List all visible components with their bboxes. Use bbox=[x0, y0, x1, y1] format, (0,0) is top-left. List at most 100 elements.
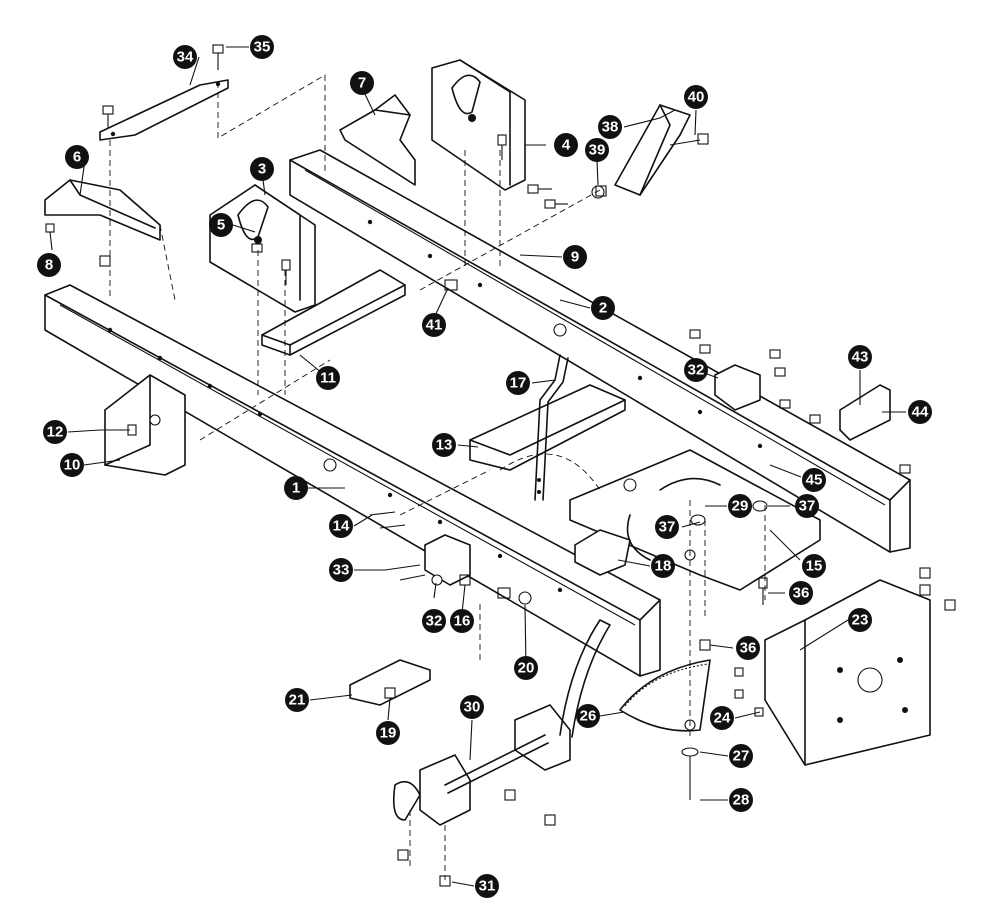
callout-34: 34 bbox=[173, 45, 197, 69]
bracket-43 bbox=[839, 384, 891, 441]
callout-label: 3 bbox=[258, 161, 266, 178]
callout-5: 5 bbox=[209, 213, 233, 237]
callout-label: 12 bbox=[47, 424, 64, 441]
callout-label: 24 bbox=[714, 710, 731, 727]
callout-11: 11 bbox=[316, 366, 340, 390]
callout-label: 40 bbox=[688, 89, 705, 106]
callout-37-left: 37 bbox=[655, 515, 679, 539]
callout-23: 23 bbox=[848, 608, 872, 632]
callout-31: 31 bbox=[475, 874, 499, 898]
callout-label: 13 bbox=[436, 437, 453, 454]
callout-35: 35 bbox=[250, 35, 274, 59]
callout-30: 30 bbox=[460, 695, 484, 719]
callout-14: 14 bbox=[329, 514, 353, 538]
callout-32-right: 32 bbox=[684, 358, 708, 382]
callout-label: 17 bbox=[510, 375, 527, 392]
bracket-10 bbox=[104, 374, 186, 476]
pedal-shaft-30 bbox=[392, 619, 611, 826]
assembly-lines bbox=[109, 74, 766, 880]
bracket-18 bbox=[574, 529, 631, 576]
callout-label: 23 bbox=[852, 612, 869, 629]
callout-37-right: 37 bbox=[795, 494, 819, 518]
callout-label: 44 bbox=[912, 404, 929, 421]
callout-32-left: 32 bbox=[422, 609, 446, 633]
callout-17: 17 bbox=[506, 371, 530, 395]
front-support-right bbox=[431, 59, 526, 191]
callout-label: 8 bbox=[45, 257, 53, 274]
callout-label: 30 bbox=[464, 699, 481, 716]
callout-43: 43 bbox=[848, 345, 872, 369]
callout-label: 10 bbox=[64, 457, 81, 474]
callout-label: 36 bbox=[740, 640, 757, 657]
callout-label: 36 bbox=[793, 585, 810, 602]
callout-7: 7 bbox=[350, 71, 374, 95]
leader-lines bbox=[49, 46, 906, 887]
callout-label: 27 bbox=[733, 748, 750, 765]
callout-label: 26 bbox=[580, 708, 597, 725]
callout-label: 39 bbox=[589, 142, 606, 159]
callout-label: 41 bbox=[426, 317, 443, 334]
callout-24: 24 bbox=[710, 706, 734, 730]
lever-17 bbox=[534, 354, 569, 501]
bracket-23 bbox=[764, 579, 931, 766]
callout-16: 16 bbox=[450, 609, 474, 633]
callout-2: 2 bbox=[591, 296, 615, 320]
callout-label: 31 bbox=[479, 878, 496, 895]
callout-label: 45 bbox=[806, 472, 823, 489]
callout-label: 32 bbox=[688, 362, 705, 379]
callout-8: 8 bbox=[37, 253, 61, 277]
bracket-32-right bbox=[714, 364, 761, 411]
callout-label: 43 bbox=[852, 349, 869, 366]
callout-label: 20 bbox=[518, 660, 535, 677]
bracket-6 bbox=[44, 179, 161, 241]
callout-6: 6 bbox=[65, 145, 89, 169]
callout-4: 4 bbox=[554, 133, 578, 157]
sector-gear-26 bbox=[619, 659, 711, 732]
callout-41: 41 bbox=[422, 313, 446, 337]
callout-9: 9 bbox=[563, 245, 587, 269]
callout-label: 2 bbox=[599, 300, 607, 317]
callout-39: 39 bbox=[585, 138, 609, 162]
callout-36-lower: 36 bbox=[736, 636, 760, 660]
callout-10: 10 bbox=[60, 453, 84, 477]
callout-label: 11 bbox=[320, 370, 336, 387]
callout-label: 7 bbox=[358, 75, 366, 92]
callout-1: 1 bbox=[284, 476, 308, 500]
callout-label: 6 bbox=[73, 149, 81, 166]
callout-45: 45 bbox=[802, 468, 826, 492]
bracket-7 bbox=[339, 94, 416, 186]
callout-38: 38 bbox=[598, 115, 622, 139]
callout-label: 38 bbox=[602, 119, 619, 136]
callout-label: 35 bbox=[254, 39, 271, 56]
callout-label: 32 bbox=[426, 613, 443, 630]
bracket-21 bbox=[349, 659, 431, 706]
callout-15: 15 bbox=[802, 554, 826, 578]
callout-label: 14 bbox=[333, 518, 350, 535]
callout-label: 28 bbox=[733, 792, 750, 809]
callout-18: 18 bbox=[651, 554, 675, 578]
callout-36-upper: 36 bbox=[789, 581, 813, 605]
callout-label: 33 bbox=[333, 562, 350, 579]
callout-27: 27 bbox=[729, 744, 753, 768]
frame-rail-right bbox=[289, 149, 911, 553]
callout-33: 33 bbox=[329, 558, 353, 582]
callout-label: 19 bbox=[380, 725, 397, 742]
cross-plate-34 bbox=[99, 79, 229, 141]
callout-28: 28 bbox=[729, 788, 753, 812]
callout-19: 19 bbox=[376, 721, 400, 745]
callout-20: 20 bbox=[514, 656, 538, 680]
bar-11 bbox=[261, 269, 406, 356]
plate-15 bbox=[569, 449, 821, 591]
callout-label: 16 bbox=[454, 613, 471, 630]
callout-label: 9 bbox=[571, 249, 579, 266]
bracket-38 bbox=[614, 104, 691, 196]
callout-13: 13 bbox=[432, 433, 456, 457]
callout-label: 37 bbox=[799, 498, 816, 515]
callout-label: 18 bbox=[655, 558, 672, 575]
callout-label: 29 bbox=[732, 498, 749, 515]
callout-label: 15 bbox=[806, 558, 823, 575]
frame-rail-left bbox=[44, 284, 661, 677]
callout-44: 44 bbox=[908, 400, 932, 424]
callout-21: 21 bbox=[285, 688, 309, 712]
